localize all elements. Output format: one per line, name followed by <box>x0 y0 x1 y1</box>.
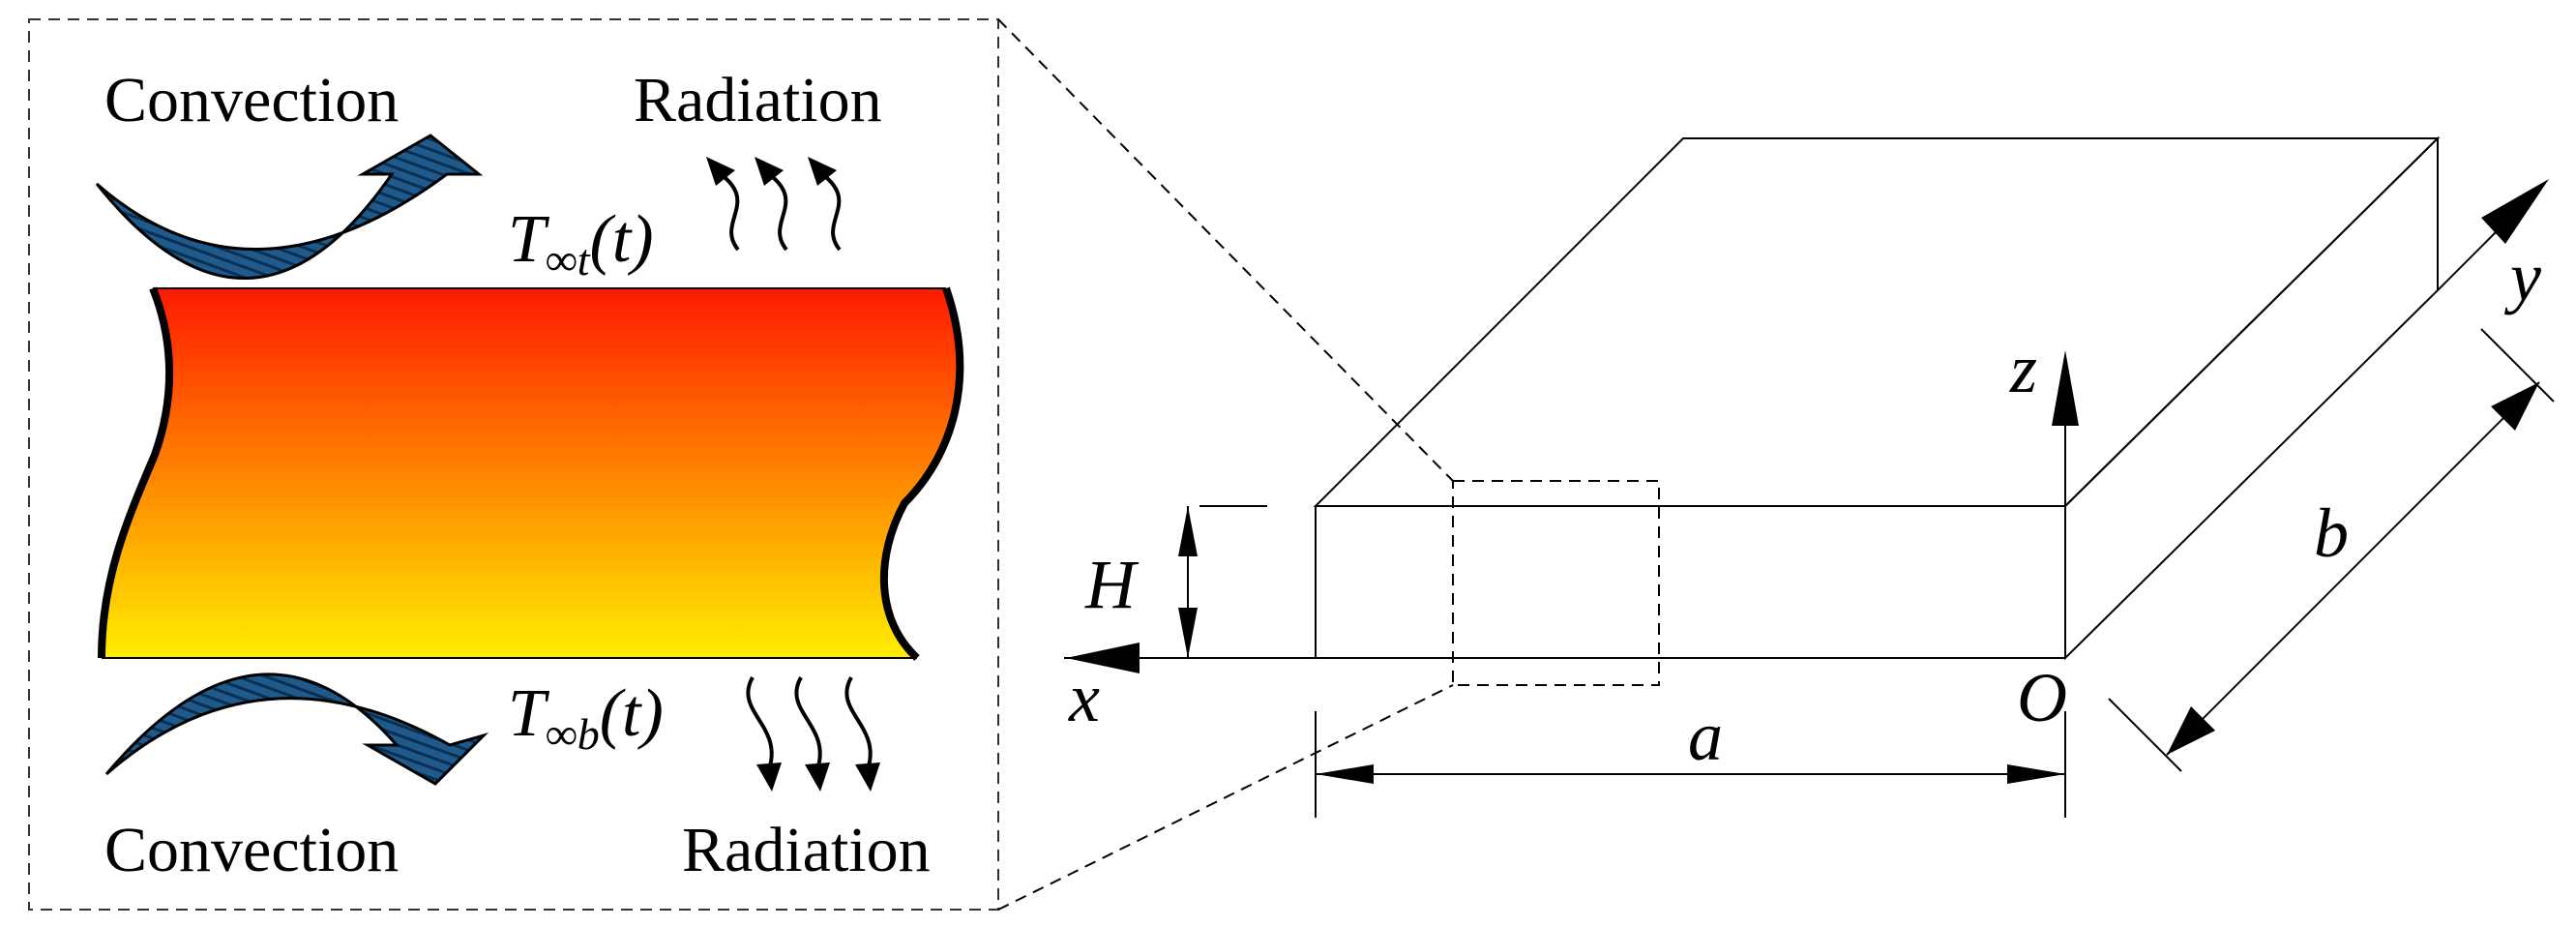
origin-label: O <box>2017 659 2067 736</box>
dimension-length <box>1315 711 2066 818</box>
top-ambient-temperature: T∞t(t) <box>508 202 654 284</box>
inset-panel: Convection Radiation Convection Radiatio… <box>28 18 999 911</box>
convection-label-top: Convection <box>104 65 399 135</box>
z-axis-arrowhead-icon <box>2052 350 2079 426</box>
x-axis-arrowhead-icon <box>1066 643 1140 673</box>
dimension-label-a: a <box>1688 698 1723 775</box>
convection-arrow-top-icon <box>95 134 484 280</box>
axis-label-z: z <box>2009 330 2037 407</box>
axes <box>1066 179 2549 673</box>
radiation-arrows-bottom-icon <box>746 676 880 792</box>
dimension-label-h: H <box>1084 546 1140 623</box>
radiation-arrows-top-icon <box>706 157 842 252</box>
dimension-label-b: b <box>2314 494 2349 572</box>
heated-plate-section <box>102 288 961 658</box>
dimension-height <box>1178 506 1198 658</box>
axis-label-x: x <box>1068 659 1100 736</box>
dimension-width <box>2108 328 2555 772</box>
inset-frame <box>28 18 999 911</box>
convection-arrow-bottom-icon <box>104 673 489 786</box>
bottom-ambient-temperature: T∞b(t) <box>508 676 664 759</box>
y-axis-arrowhead-icon <box>2481 179 2549 244</box>
convection-label-bottom: Convection <box>104 815 399 885</box>
magnified-region-box <box>1452 480 1660 686</box>
plate-3d <box>1064 135 2441 661</box>
zoom-leader-lines <box>997 18 1454 911</box>
radiation-label-top: Radiation <box>634 65 882 135</box>
axis-label-y: y <box>2503 238 2541 315</box>
radiation-label-bottom: Radiation <box>682 815 931 885</box>
